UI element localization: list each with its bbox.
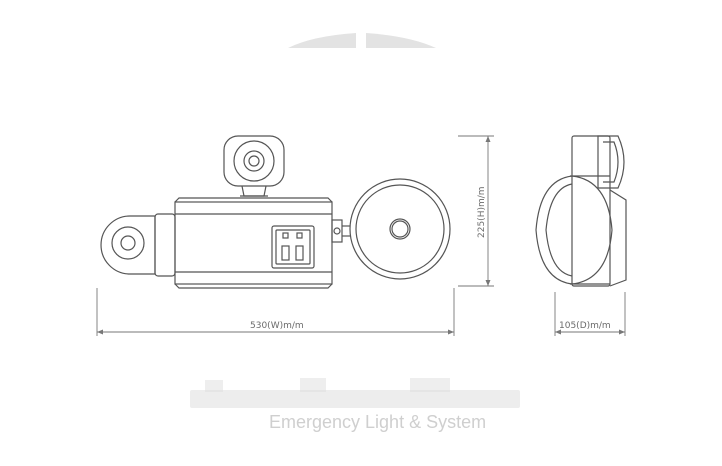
watermark-tagline: Emergency Light & System bbox=[269, 412, 486, 432]
dimension-lines bbox=[96, 135, 626, 336]
height-dimension-label: 225(H)m/m bbox=[477, 186, 487, 238]
front-view bbox=[100, 135, 451, 289]
watermark-logo bbox=[190, 378, 520, 408]
main-housing bbox=[174, 197, 333, 289]
depth-dimension-label: 105(D)m/m bbox=[559, 321, 611, 331]
connector-bracket bbox=[331, 219, 350, 243]
control-panel bbox=[271, 225, 315, 269]
watermark-top-arc bbox=[288, 33, 436, 48]
side-view bbox=[535, 135, 627, 287]
round-lamp-head bbox=[349, 178, 451, 280]
top-lamp-head bbox=[223, 135, 285, 197]
side-lamp-head bbox=[100, 213, 176, 277]
width-dimension-label: 530(W)m/m bbox=[250, 321, 304, 331]
